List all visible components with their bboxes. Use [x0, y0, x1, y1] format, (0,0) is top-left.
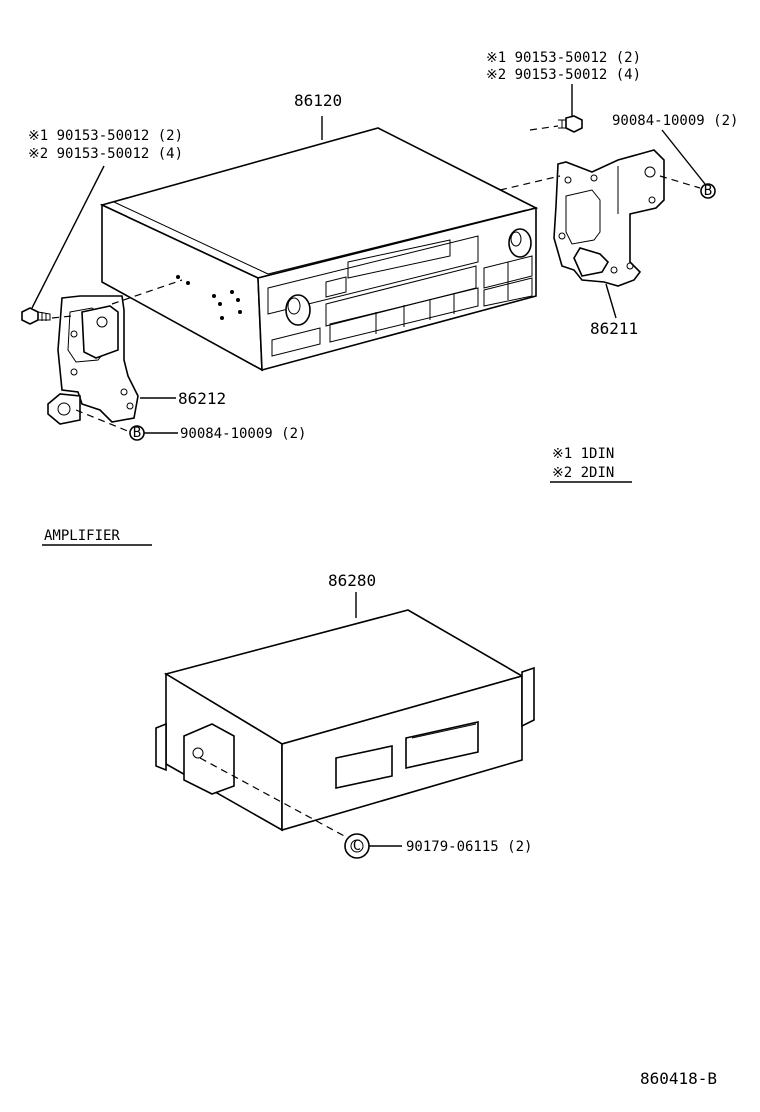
left-nut-label: 90084-10009 (2) — [180, 426, 306, 442]
legend-1din: ※1 1DIN — [552, 446, 614, 462]
legend-2din: ※2 2DIN — [552, 465, 614, 481]
left-bracket-drawing — [47, 295, 139, 425]
right-bolt-drawing — [558, 115, 583, 133]
right-nut-label: 90084-10009 (2) — [612, 113, 738, 129]
right-bracket-part-number: 86211 — [590, 319, 638, 338]
right-nut-marker: B — [704, 183, 712, 199]
right-bolt-label-1din: ※1 90153-50012 (2) — [486, 50, 641, 66]
amplifier-nut-label: 90179-06115 (2) — [406, 839, 532, 855]
radio-unit-drawing — [99, 127, 539, 372]
left-bracket-part-number: 86212 — [178, 389, 226, 408]
figure-code: 860418-B — [640, 1069, 717, 1088]
amplifier-section-title: AMPLIFIER — [44, 528, 120, 544]
right-bolt-label-2din: ※2 90153-50012 (4) — [486, 67, 641, 83]
amplifier-part-number: 86280 — [328, 571, 376, 590]
right-nut-b-drawing — [700, 183, 716, 199]
radio-part-number: 86120 — [294, 91, 342, 110]
left-bolt-label-1din: ※1 90153-50012 (2) — [28, 128, 183, 144]
left-nut-marker: B — [133, 425, 141, 441]
amplifier-nut-marker: C — [353, 838, 361, 854]
left-bolt-drawing — [21, 307, 51, 325]
right-bracket-drawing — [553, 149, 665, 287]
amplifier-unit-drawing — [155, 609, 535, 832]
left-bolt-label-2din: ※2 90153-50012 (4) — [28, 146, 183, 162]
